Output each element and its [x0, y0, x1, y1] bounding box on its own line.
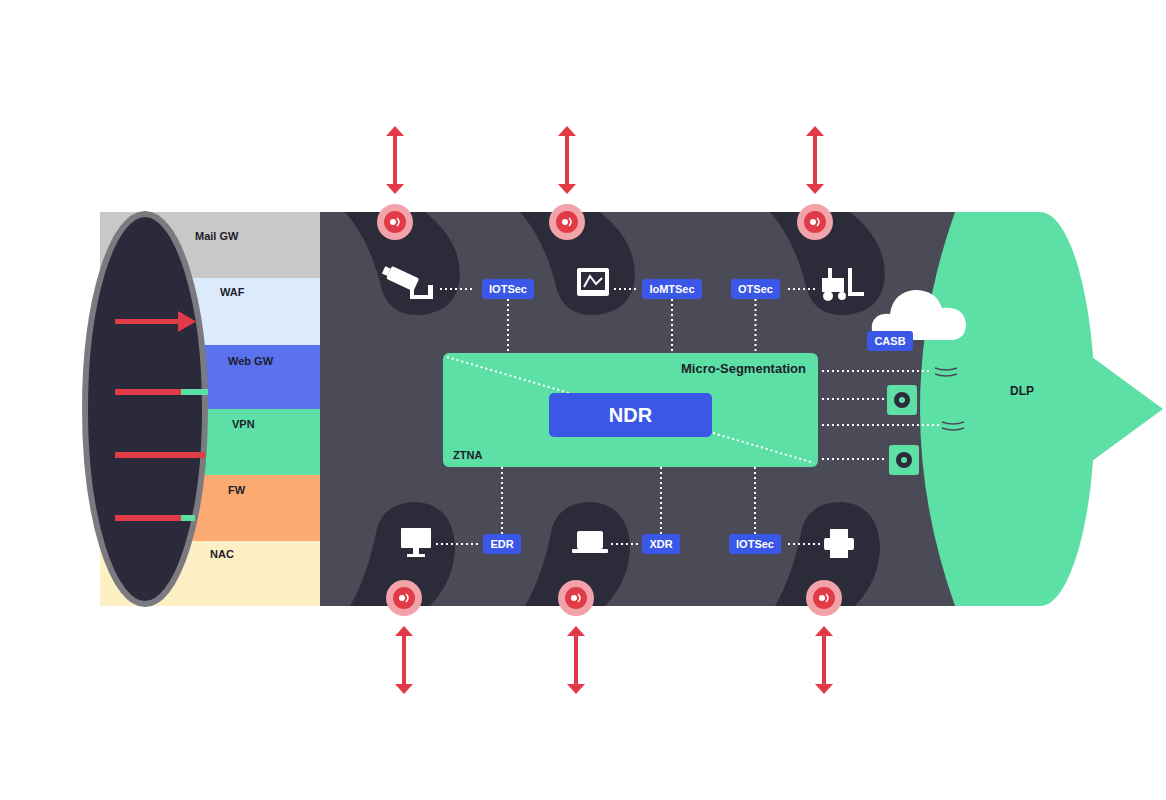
- node-label: FW: [228, 484, 308, 496]
- core-box: NDR: [549, 393, 712, 437]
- dotted-connector: [501, 467, 503, 534]
- alert-dot: [384, 211, 406, 233]
- tube-mouth: [85, 214, 205, 604]
- alert-halo: [549, 204, 585, 240]
- node-label: XDR: [649, 538, 672, 550]
- dotted-connector: [755, 299, 757, 353]
- dotted-connector: [660, 467, 662, 534]
- arrow-head: [395, 684, 413, 694]
- dlp-band: DLP: [1010, 384, 1060, 404]
- alert-symbol: [826, 594, 828, 602]
- arrow-head: [386, 126, 404, 136]
- node-label: DLP: [1010, 384, 1060, 398]
- node-label: VPN: [232, 418, 312, 430]
- alert-halo: [558, 580, 594, 616]
- alert-halo: [377, 204, 413, 240]
- alert-symbol: [578, 594, 580, 602]
- arrow-head: [567, 684, 585, 694]
- alert-symbol: [399, 595, 405, 601]
- traffic-arrow: [393, 132, 397, 188]
- traffic-arrow: [565, 132, 569, 188]
- alert-halo: [386, 580, 422, 616]
- alert-dot: [393, 587, 415, 609]
- node-label: IoMTSec: [649, 283, 694, 295]
- node-label: OTSec: [738, 283, 773, 295]
- arrow-head: [815, 626, 833, 636]
- alert-symbol: [569, 218, 571, 226]
- traffic-arrow: [402, 632, 406, 688]
- layer-band: Mail GW: [195, 230, 305, 250]
- device-scoops: [345, 212, 885, 606]
- node-label: IOTSec: [489, 283, 527, 295]
- alert-symbol: [810, 219, 816, 225]
- traffic-arrow: [822, 632, 826, 688]
- device-icons: [381, 263, 864, 558]
- zone-box: Micro-SegmentationZTNA NDR: [443, 353, 818, 467]
- control-tag: IOTSec: [729, 534, 781, 554]
- alert-dot: [565, 587, 587, 609]
- incoming-traffic: [115, 311, 208, 521]
- arrow-head: [815, 684, 833, 694]
- dotted-connector: [671, 299, 673, 353]
- alert-dot: [804, 211, 826, 233]
- node-label: WAF: [220, 286, 310, 298]
- arrow-head: [567, 626, 585, 636]
- alert-symbol: [819, 595, 825, 601]
- layer-band: NAC: [210, 548, 300, 568]
- alert-symbol: [562, 219, 568, 225]
- control-tag: IoMTSec: [642, 279, 702, 299]
- arrow-head: [806, 126, 824, 136]
- traffic-arrow: [813, 132, 817, 188]
- node-label: IOTSec: [736, 538, 774, 550]
- control-tag: OTSec: [731, 279, 780, 299]
- node-label: NAC: [210, 548, 300, 560]
- node-label: NDR: [609, 404, 652, 427]
- leader-lines: [436, 289, 939, 544]
- arrow-head: [386, 184, 404, 194]
- control-tag: XDR: [642, 534, 680, 554]
- control-tag: IOTSec: [482, 279, 534, 299]
- exit-arrow: [1040, 357, 1163, 461]
- layer-band: Web GW: [228, 355, 313, 375]
- traffic-arrow: [574, 632, 578, 688]
- resource-icons: [887, 358, 964, 475]
- arrow-head: [395, 626, 413, 636]
- dotted-connector: [507, 299, 509, 353]
- zone-label: ZTNA: [453, 449, 482, 461]
- layer-band: WAF: [220, 286, 310, 306]
- layer-band: FW: [228, 484, 308, 504]
- dotted-connector: [754, 467, 756, 534]
- alert-halo: [797, 204, 833, 240]
- arrow-head: [558, 126, 576, 136]
- control-tag: CASB: [867, 331, 913, 351]
- node-label: EDR: [490, 538, 513, 550]
- node-label: Mail GW: [195, 230, 305, 242]
- control-tag: EDR: [483, 534, 521, 554]
- alert-dot: [556, 211, 578, 233]
- alert-symbol: [571, 595, 577, 601]
- node-label: Web GW: [228, 355, 313, 367]
- alert-halo: [806, 580, 842, 616]
- alert-dot: [813, 587, 835, 609]
- arrow-head: [558, 184, 576, 194]
- zone-title: Micro-Segmentation: [681, 361, 806, 376]
- arrow-head: [806, 184, 824, 194]
- layer-band: VPN: [232, 418, 312, 438]
- alert-symbol: [397, 218, 399, 226]
- alert-symbol: [390, 219, 396, 225]
- alert-symbol: [817, 218, 819, 226]
- alert-symbol: [406, 594, 408, 602]
- node-label: CASB: [874, 335, 905, 347]
- traffic-alerts: [377, 126, 842, 694]
